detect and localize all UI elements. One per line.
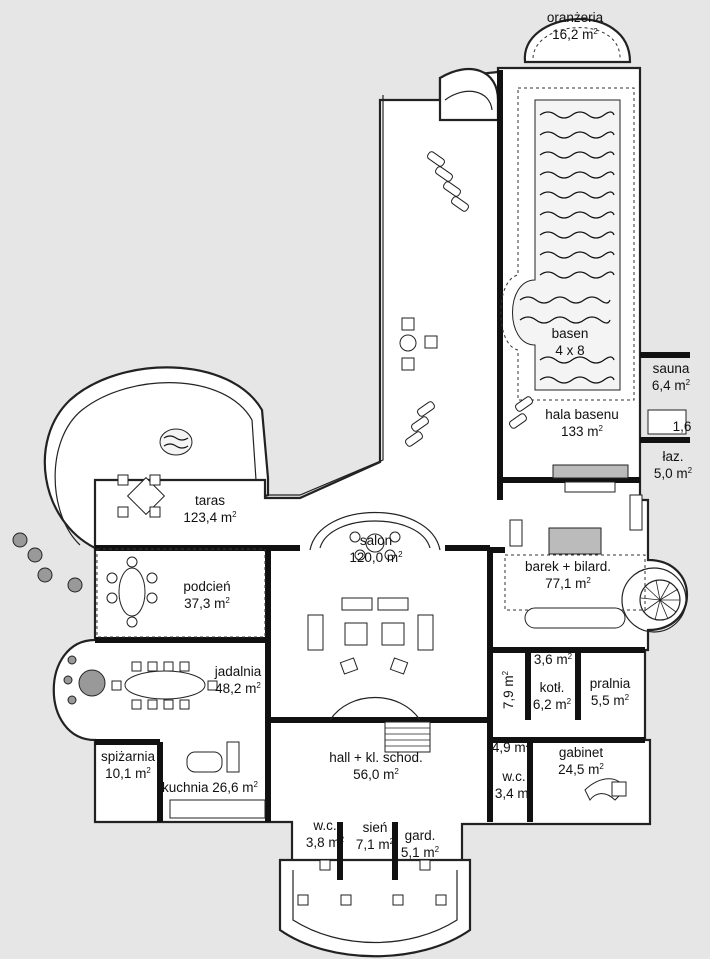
- room-area-jadalnia: 48,2 m2: [215, 681, 261, 696]
- room-area-salon: 120,0 m2: [349, 550, 403, 565]
- room-area-barek: 77,1 m2: [545, 576, 591, 591]
- room-name-oranzeria: oranżeria: [547, 10, 604, 25]
- room-area-kotl: 6,2 m2: [533, 697, 572, 712]
- plants: [12, 532, 106, 705]
- room-area-gard: 5,1 m2: [401, 845, 440, 860]
- room-name-hala-basenu: hala basenu: [545, 407, 619, 422]
- interior-walls: [95, 70, 690, 880]
- room-labels: oranżeria 16,2 m2 basen 4 x 8 sauna 6,4 m2 hal…: [101, 10, 693, 860]
- orangery-outline: [523, 18, 632, 64]
- pool-water-pattern: [519, 111, 615, 384]
- dining-table: [111, 661, 218, 710]
- room-name-sien: sień: [363, 820, 388, 835]
- room-area-wc2: 3,4 m2: [495, 786, 534, 801]
- room-area-sauna: 6,4 m2: [652, 378, 691, 393]
- kitchen-fittings: [169, 741, 266, 819]
- room-name-wc2: w.c.: [501, 769, 525, 784]
- room-area-laz: 5,0 m2: [654, 466, 693, 481]
- room-area-spizarnia: 10,1 m2: [105, 766, 151, 781]
- room-area-sien: 7,1 m2: [356, 837, 395, 852]
- terrace-loungers: [399, 151, 533, 447]
- porch-outline: [278, 858, 472, 958]
- room-area-hall: 56,0 m2: [353, 767, 399, 782]
- spiral-stair: [640, 579, 680, 621]
- room-name-sauna: sauna: [653, 361, 690, 376]
- room-name-hall: hall + kl. schod.: [329, 750, 422, 765]
- room-area-oranzeria: 16,2 m2: [552, 27, 598, 42]
- room-name-taras: taras: [195, 493, 225, 508]
- room-name-barek: barek + bilard.: [525, 559, 611, 574]
- room-area-gabinet: 24,5 m2: [558, 762, 604, 777]
- room-area-wc1: 3,8 m2: [306, 835, 345, 850]
- area-label-a79: 7,9 m2: [501, 670, 516, 709]
- room-name-wc1: w.c.: [312, 818, 336, 833]
- room-name-jadalnia: jadalnia: [214, 664, 262, 679]
- room-name-gabinet: gabinet: [559, 745, 604, 760]
- room-name-pralnia: pralnia: [590, 676, 631, 691]
- porch-planters: [297, 859, 447, 906]
- main-stairs: [384, 721, 431, 753]
- room-area-basen: 4 x 8: [555, 343, 584, 358]
- salon-furniture: [307, 531, 434, 675]
- room-name-kotl: kotł.: [540, 680, 565, 695]
- room-name-laz: łaz.: [662, 449, 683, 464]
- room-name-gard: gard.: [405, 828, 436, 843]
- area-label-a16: 1,6: [673, 419, 692, 434]
- room-area-kuchnia: kuchnia 26,6 m2: [162, 780, 259, 795]
- room-area-taras: 123,4 m2: [183, 510, 237, 525]
- room-area-pralnia: 5,5 m2: [591, 693, 630, 708]
- bar-furniture: [509, 464, 643, 629]
- room-area-hala-basenu: 133 m2: [561, 424, 604, 439]
- room-area-podcien: 37,3 m2: [184, 596, 230, 611]
- room-name-spizarnia: spiżarnia: [101, 749, 156, 764]
- room-name-basen: basen: [552, 326, 589, 341]
- terrace-dining-set: [117, 474, 166, 518]
- room-name-salon: salon: [360, 533, 392, 548]
- podcien-table: [106, 556, 158, 628]
- area-label-a36: 3,6 m2: [534, 652, 573, 667]
- area-label-a49: 4,9 m2: [492, 740, 531, 755]
- room-name-podcien: podcień: [183, 579, 230, 594]
